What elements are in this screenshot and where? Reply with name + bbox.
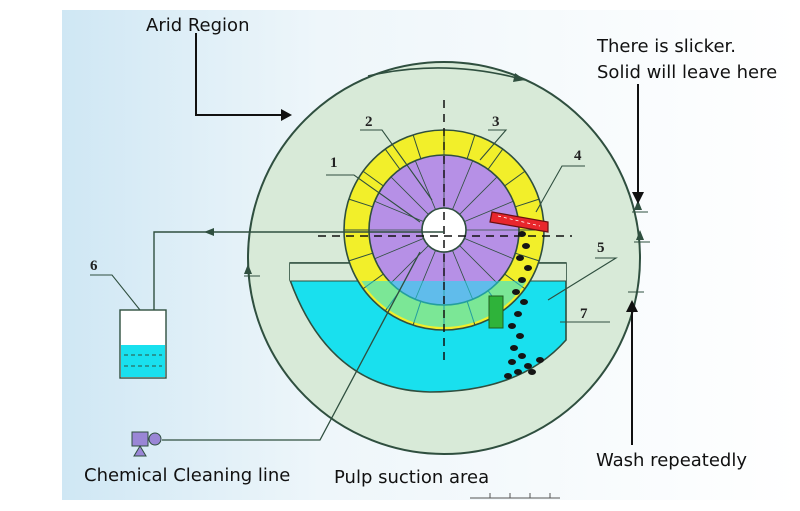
scraper-blade (489, 211, 549, 233)
filtrate-pipe (153, 231, 444, 310)
solid-particle (528, 369, 536, 375)
solid-particle (508, 359, 516, 365)
part-number-2: 2 (365, 114, 373, 130)
solid-particle (504, 373, 512, 379)
part-number-1: 1 (330, 155, 338, 171)
falling-solids (504, 231, 544, 379)
solid-particle (516, 333, 524, 339)
solid-particle (522, 243, 530, 249)
solid-particle (524, 363, 532, 369)
solid-particle (514, 369, 522, 375)
solid-particle (520, 299, 528, 305)
solid-particle (508, 323, 516, 329)
part-number-7: 7 (580, 306, 588, 322)
rotation-arrow (367, 67, 526, 81)
part-number-4: 4 (574, 148, 582, 164)
solid-particle (518, 277, 526, 283)
pulp-suction-label: Pulp suction area (334, 467, 490, 488)
solid-particle (512, 289, 520, 295)
solid-particle (514, 311, 522, 317)
solid-particle (516, 255, 524, 261)
filtrate-liquid (121, 345, 165, 377)
arid-region-label: Arid Region (146, 15, 250, 36)
bottom-ruler (470, 493, 560, 499)
part-number-5: 5 (597, 240, 605, 256)
solid-particle (510, 345, 518, 351)
chemical-line (162, 251, 421, 441)
green-block (488, 295, 504, 329)
solid-particle (518, 231, 526, 237)
arid-arrow (195, 33, 287, 116)
part-number-6: 6 (90, 258, 98, 274)
rim-marks (244, 211, 650, 293)
solid-particle (536, 357, 544, 363)
solid-particle (524, 265, 532, 271)
slicker-label-line2: Solid will leave here (597, 62, 778, 83)
leader-lines (90, 129, 618, 323)
slicker-label-line1: There is slicker. (597, 36, 736, 57)
rotation-arrowhead (513, 73, 525, 82)
pump-icon (131, 431, 162, 457)
wash-label: Wash repeatedly (596, 450, 748, 471)
part-number-3: 3 (492, 114, 500, 130)
chemical-cleaning-label: Chemical Cleaning line (84, 465, 291, 486)
solid-particle (518, 353, 526, 359)
